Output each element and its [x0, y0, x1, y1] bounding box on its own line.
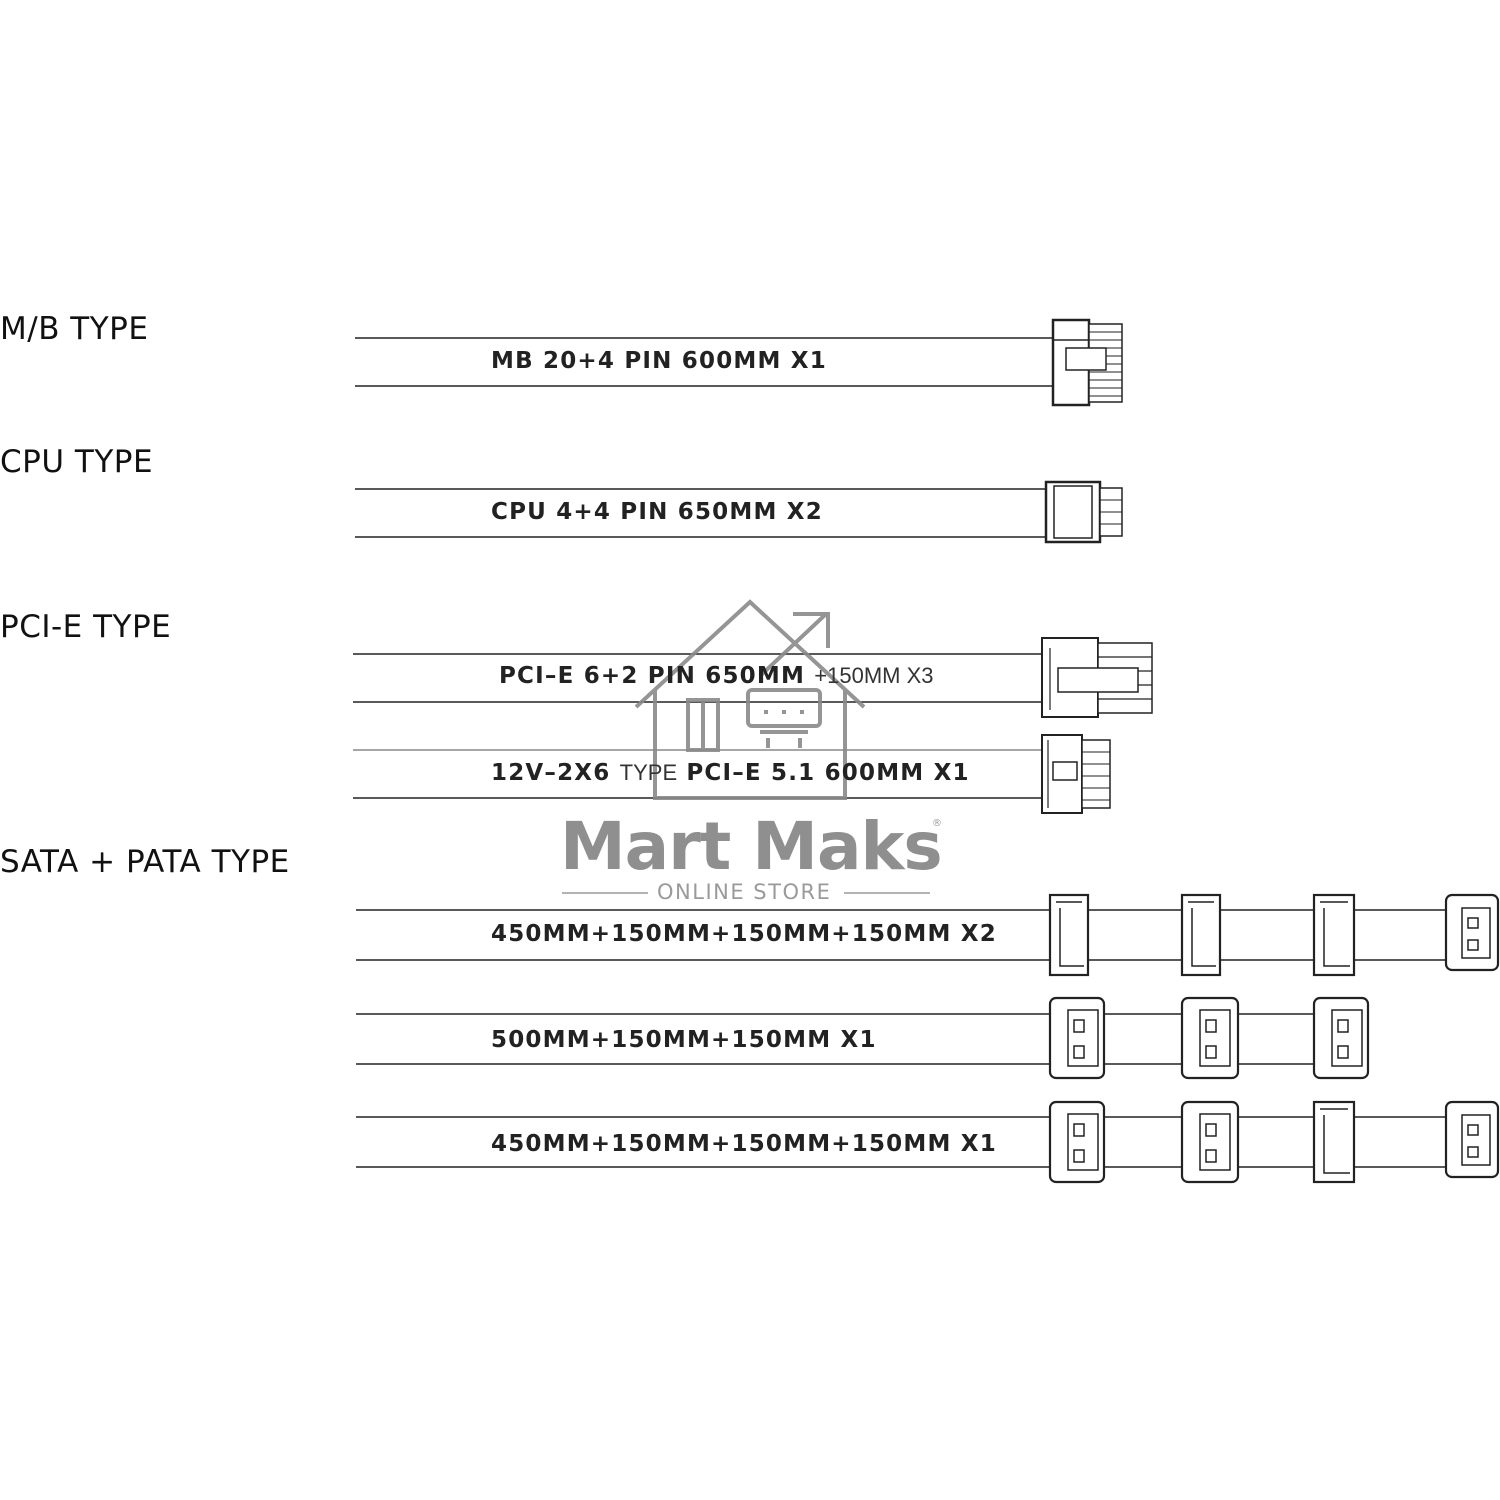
molex-connector-icon — [1444, 1100, 1500, 1179]
molex-connector-icon — [1312, 996, 1370, 1080]
cable-label-12v-type: TYPE — [619, 760, 678, 785]
cable-label-12v: 12V–2X6 TYPE PCI–E 5.1 600MM X1 — [491, 760, 970, 786]
cable-label-mb: MB 20+4 PIN 600MM X1 — [491, 348, 827, 374]
sata-cable-2 — [356, 1013, 1314, 1065]
sata-row2-connectors — [1048, 996, 1370, 1080]
mart-maks-logo-icon — [634, 599, 866, 800]
sata-connector-icon — [1180, 893, 1222, 977]
cable-label-cpu: CPU 4+4 PIN 650MM X2 — [491, 499, 823, 525]
section-title-mb: M/B TYPE — [0, 311, 149, 347]
v12-16pin-connector-icon — [1041, 734, 1111, 814]
molex-connector-icon — [1180, 996, 1240, 1080]
section-title-pcie: PCI-E TYPE — [0, 609, 172, 645]
cpu-8pin-connector-icon — [1044, 480, 1123, 544]
sata-connector-icon — [1312, 1100, 1356, 1184]
molex-connector-icon — [1048, 996, 1106, 1080]
watermark-tagline: ONLINE STORE — [657, 880, 832, 904]
cable-label-pcie-main: PCI–E 6+2 PIN 650MM — [499, 663, 815, 689]
pcie-8pin-connector-icon — [1041, 637, 1153, 718]
cable-label-12v-rest: PCI–E 5.1 600MM X1 — [677, 760, 970, 786]
sata-row1-connectors — [1048, 893, 1500, 977]
cable-label-sata-3: 450MM+150MM+150MM+150MM X1 — [491, 1131, 997, 1157]
section-title-sata: SATA + PATA TYPE — [0, 844, 290, 880]
sata-connector-icon — [1312, 893, 1356, 977]
watermark-registered: ® — [932, 818, 942, 829]
molex-connector-icon — [1444, 893, 1500, 972]
watermark-brand: Mart Maks — [560, 808, 943, 885]
molex-connector-icon — [1048, 1100, 1106, 1184]
cpu-cable — [355, 488, 1046, 538]
cable-label-12v-main: 12V–2X6 — [491, 760, 620, 786]
sata-cable-1 — [356, 909, 1446, 961]
section-title-cpu: CPU TYPE — [0, 444, 154, 480]
molex-connector-icon — [1180, 1100, 1240, 1184]
mb-cable — [355, 337, 1053, 387]
cable-label-sata-1: 450MM+150MM+150MM+150MM X2 — [491, 921, 997, 947]
mb-24pin-connector-icon — [1051, 318, 1123, 407]
cable-label-sata-2: 500MM+150MM+150MM X1 — [491, 1027, 877, 1053]
sata-cable-3 — [356, 1116, 1446, 1168]
cable-label-pcie: PCI–E 6+2 PIN 650MM +150MM X3 — [499, 663, 934, 689]
sata-row3-connectors — [1048, 1100, 1500, 1184]
sata-connector-icon — [1048, 893, 1090, 977]
cable-label-pcie-extra: +150MM X3 — [814, 663, 934, 688]
